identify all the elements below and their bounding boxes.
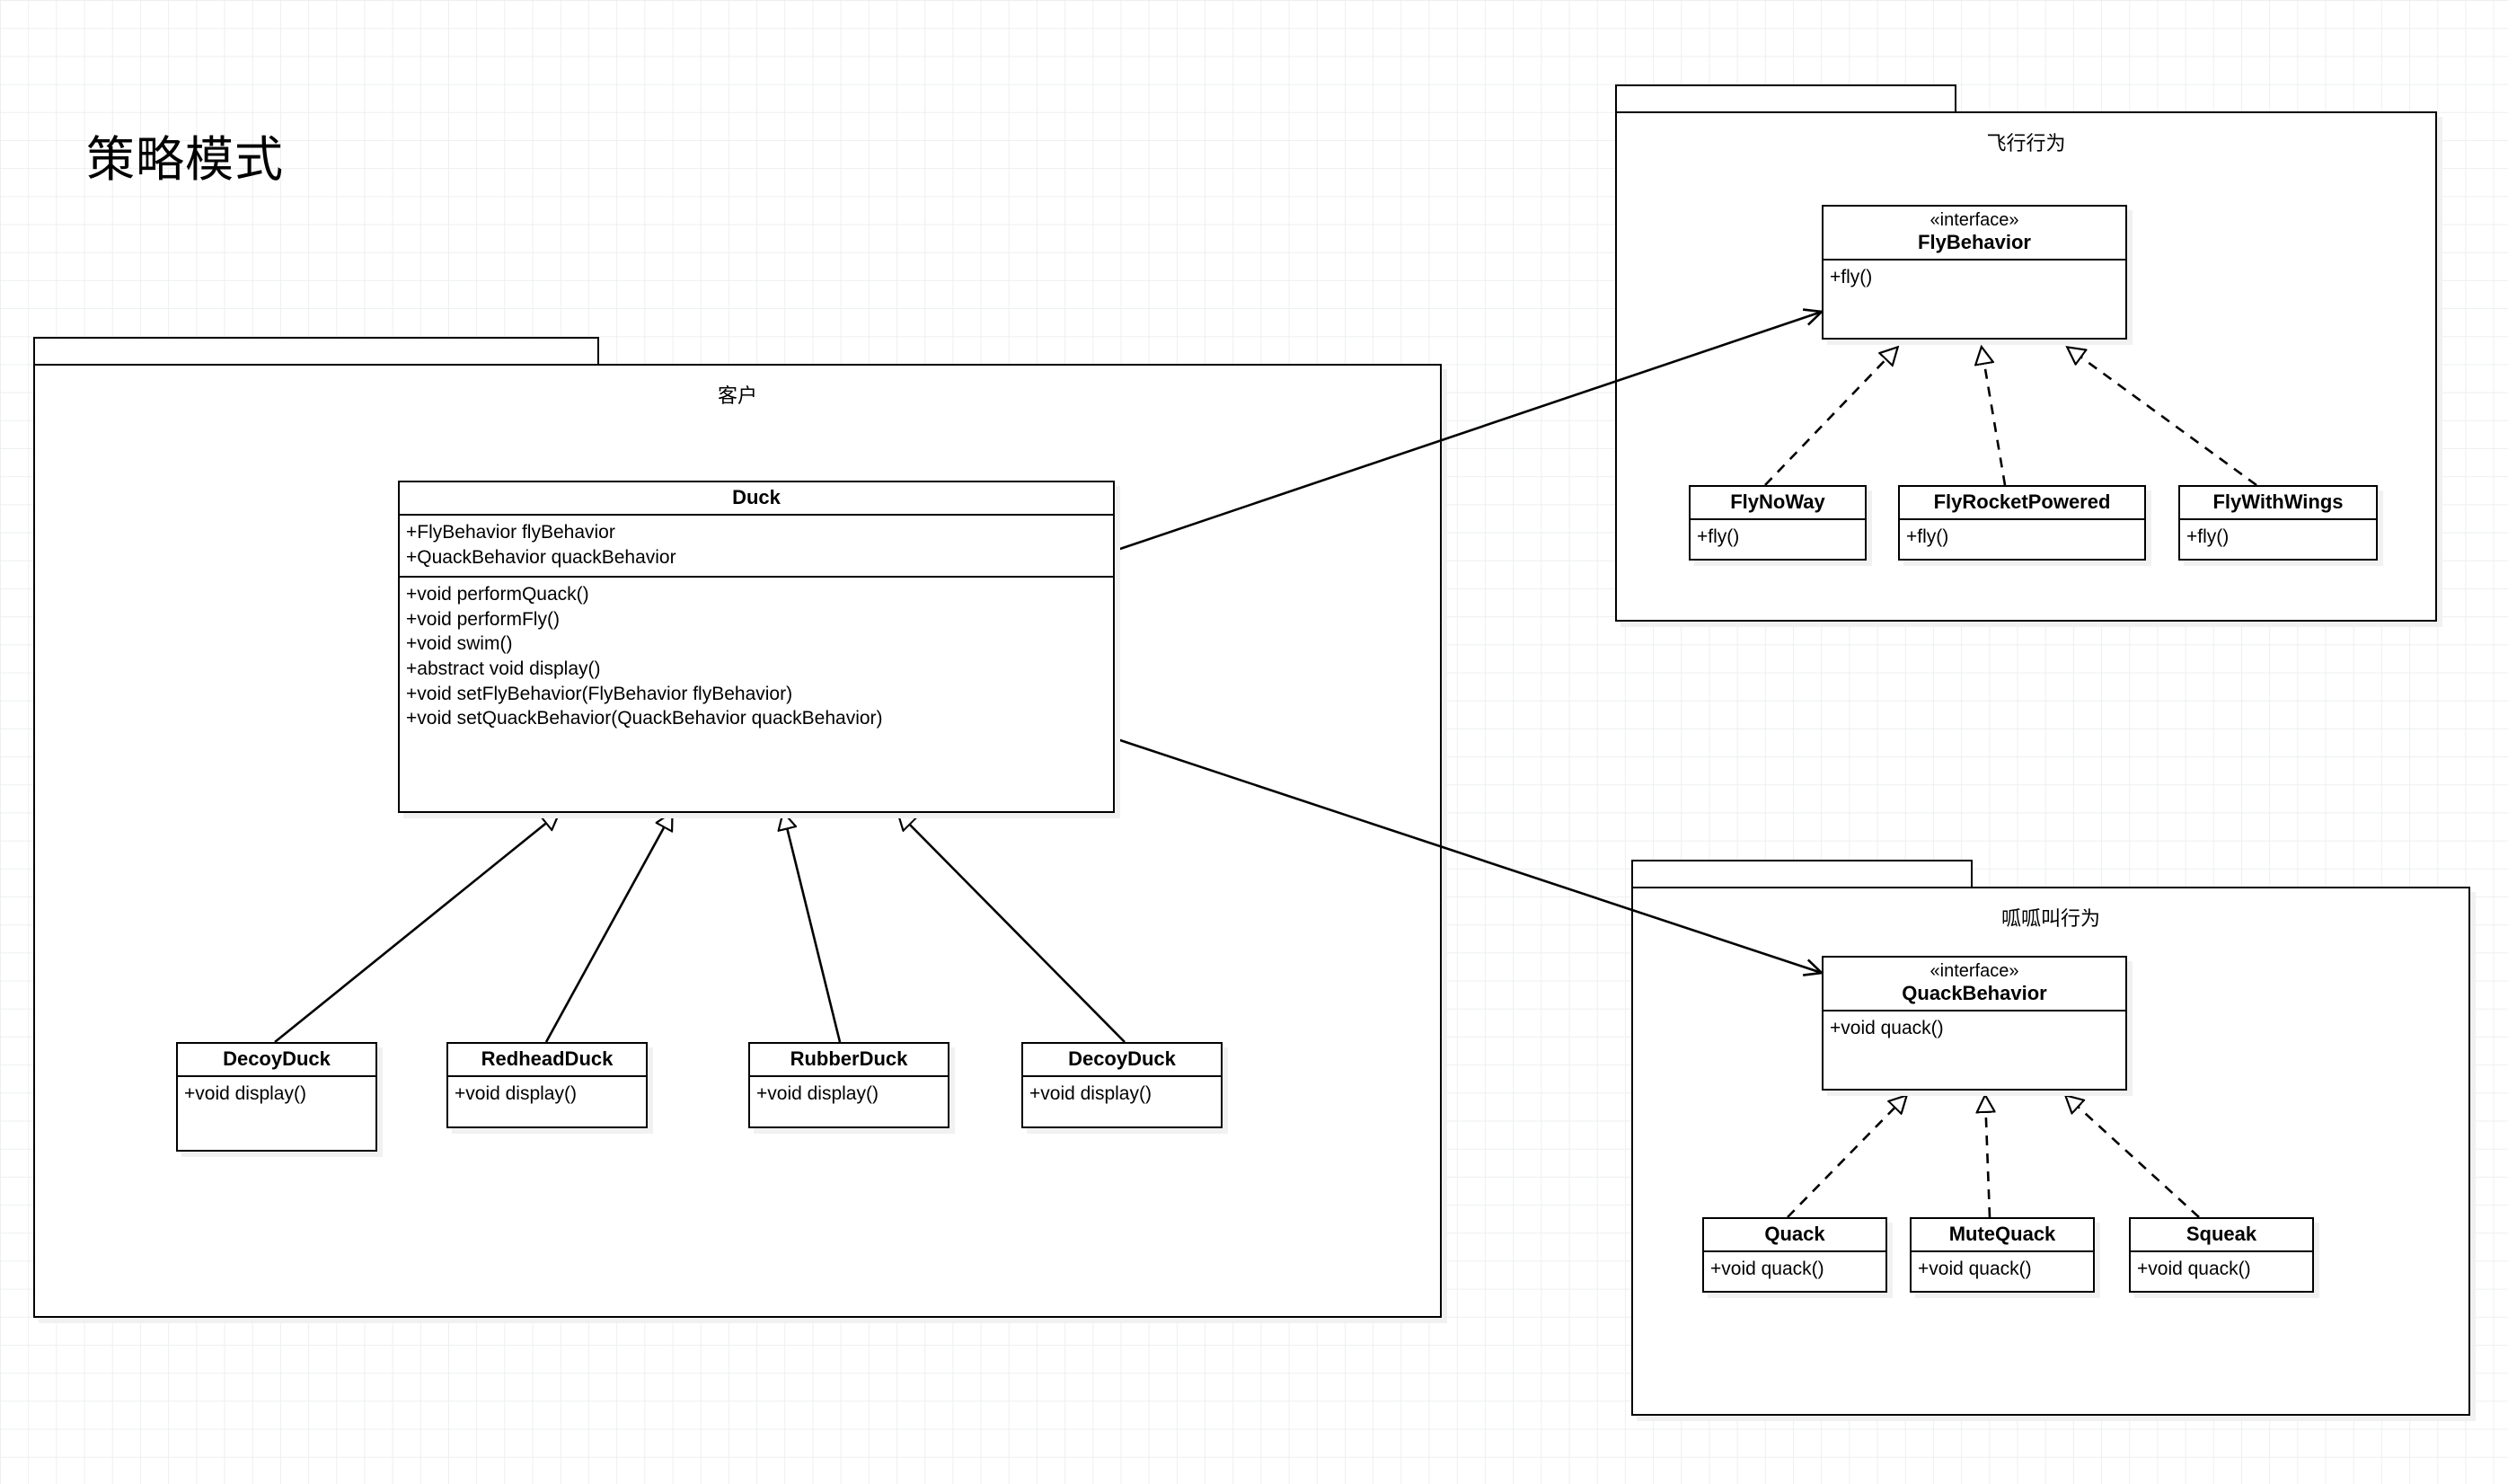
class-flynoway-name: FlyNoWay <box>1730 490 1825 513</box>
operation-row: +fly() <box>1830 267 1873 288</box>
operation-row: +void display() <box>455 1083 577 1105</box>
class-squeak-operations: +void quack() <box>2131 1252 2312 1287</box>
interface-quackbehavior-header: «interface» QuackBehavior <box>1824 958 2125 1012</box>
operation-row: +void quack() <box>1830 1018 1944 1039</box>
operation-row: +void quack() <box>1710 1259 1824 1280</box>
operation-row: +void quack() <box>2137 1259 2251 1280</box>
class-redheadduck[interactable]: RedheadDuck +void display() <box>446 1042 648 1128</box>
class-squeak-header: Squeak <box>2131 1219 2312 1253</box>
class-rubberduck-header: RubberDuck <box>750 1044 948 1078</box>
class-flywithwings-operations: +fly() <box>2180 520 2376 555</box>
class-quack-operations: +void quack() <box>1704 1252 1885 1287</box>
interface-flybehavior-header: «interface» FlyBehavior <box>1824 207 2125 261</box>
class-duck[interactable]: Duck +FlyBehavior flyBehavior +QuackBeha… <box>398 481 1115 813</box>
class-flyrocketpowered-name: FlyRocketPowered <box>1933 490 2111 513</box>
package-client-tab <box>33 337 599 366</box>
attribute-row: +FlyBehavior flyBehavior <box>406 522 615 543</box>
attribute-row: +QuackBehavior quackBehavior <box>406 547 676 569</box>
package-fly-behavior-tab <box>1615 84 1956 113</box>
operation-row: +void quack() <box>1918 1259 2032 1280</box>
class-decoyduck-2-name: DecoyDuck <box>1068 1047 1176 1070</box>
interface-quackbehavior-name: QuackBehavior <box>1902 982 2047 1004</box>
interface-flybehavior-operations: +fly() <box>1824 261 2125 296</box>
operation-row: +fly() <box>2186 526 2230 548</box>
class-redheadduck-name: RedheadDuck <box>481 1047 614 1070</box>
operation-row: +void display() <box>756 1083 879 1105</box>
class-redheadduck-header: RedheadDuck <box>448 1044 646 1078</box>
interface-quackbehavior-stereotype: «interface» <box>1930 961 2019 981</box>
class-flynoway-header: FlyNoWay <box>1691 487 1865 521</box>
package-client-label: 客户 <box>717 384 757 407</box>
class-rubberduck-operations: +void display() <box>750 1077 948 1112</box>
package-quack-behavior-tab <box>1631 860 1973 888</box>
interface-flybehavior-stereotype: «interface» <box>1930 210 2019 230</box>
class-mutequack-name: MuteQuack <box>1948 1223 2056 1245</box>
interface-quackbehavior[interactable]: «interface» QuackBehavior +void quack() <box>1822 956 2127 1091</box>
package-quack-behavior-label: 呱呱叫行为 <box>2000 907 2100 930</box>
package-fly-behavior-label: 飞行行为 <box>1986 132 2066 155</box>
class-decoyduck-2-operations: +void display() <box>1023 1077 1221 1112</box>
class-duck-name: Duck <box>732 486 781 508</box>
operation-row: +void setQuackBehavior(QuackBehavior qua… <box>406 708 883 729</box>
class-flyrocketpowered-header: FlyRocketPowered <box>1900 487 2144 521</box>
class-decoyduck-1-operations: +void display() <box>178 1077 375 1112</box>
class-redheadduck-operations: +void display() <box>448 1077 646 1112</box>
operation-row: +void setFlyBehavior(FlyBehavior flyBeha… <box>406 683 793 704</box>
operation-row: +void swim() <box>406 633 513 655</box>
class-quack[interactable]: Quack +void quack() <box>1702 1217 1887 1293</box>
class-squeak-name: Squeak <box>2186 1223 2257 1245</box>
operation-row: +void display() <box>184 1083 306 1105</box>
class-flyrocketpowered[interactable]: FlyRocketPowered +fly() <box>1898 485 2146 561</box>
interface-flybehavior[interactable]: «interface» FlyBehavior +fly() <box>1822 205 2127 340</box>
class-duck-operations: +void performQuack() +void performFly() … <box>400 575 1113 737</box>
class-flywithwings-name: FlyWithWings <box>2212 490 2344 513</box>
class-decoyduck-2-header: DecoyDuck <box>1023 1044 1221 1078</box>
class-flywithwings-header: FlyWithWings <box>2180 487 2376 521</box>
class-duck-header: Duck <box>400 482 1113 517</box>
operation-row: +fly() <box>1697 526 1740 548</box>
class-rubberduck-name: RubberDuck <box>790 1047 908 1070</box>
class-decoyduck-1-header: DecoyDuck <box>178 1044 375 1078</box>
class-quack-name: Quack <box>1764 1223 1825 1245</box>
class-mutequack[interactable]: MuteQuack +void quack() <box>1910 1217 2095 1293</box>
class-squeak[interactable]: Squeak +void quack() <box>2129 1217 2314 1293</box>
class-decoyduck-1-name: DecoyDuck <box>223 1047 331 1070</box>
package-quack-behavior: 呱呱叫行为 <box>1631 860 2470 1416</box>
class-flynoway[interactable]: FlyNoWay +fly() <box>1689 485 1867 561</box>
class-rubberduck[interactable]: RubberDuck +void display() <box>748 1042 949 1128</box>
interface-quackbehavior-operations: +void quack() <box>1824 1011 2125 1047</box>
class-quack-header: Quack <box>1704 1219 1885 1253</box>
class-decoyduck-1[interactable]: DecoyDuck +void display() <box>176 1042 377 1152</box>
class-flyrocketpowered-operations: +fly() <box>1900 520 2144 555</box>
class-duck-attributes: +FlyBehavior flyBehavior +QuackBehavior … <box>400 516 1113 575</box>
operation-row: +void display() <box>1029 1083 1152 1105</box>
operation-row: +abstract void display() <box>406 658 601 679</box>
class-decoyduck-2[interactable]: DecoyDuck +void display() <box>1021 1042 1223 1128</box>
interface-flybehavior-name: FlyBehavior <box>1918 231 2031 253</box>
class-flynoway-operations: +fly() <box>1691 520 1865 555</box>
operation-row: +void performQuack() <box>406 583 589 605</box>
diagram-title: 策略模式 <box>86 133 284 187</box>
operation-row: +fly() <box>1906 526 1949 548</box>
class-mutequack-operations: +void quack() <box>1912 1252 2093 1287</box>
operation-row: +void performFly() <box>406 608 560 630</box>
class-flywithwings[interactable]: FlyWithWings +fly() <box>2178 485 2378 561</box>
class-mutequack-header: MuteQuack <box>1912 1219 2093 1253</box>
